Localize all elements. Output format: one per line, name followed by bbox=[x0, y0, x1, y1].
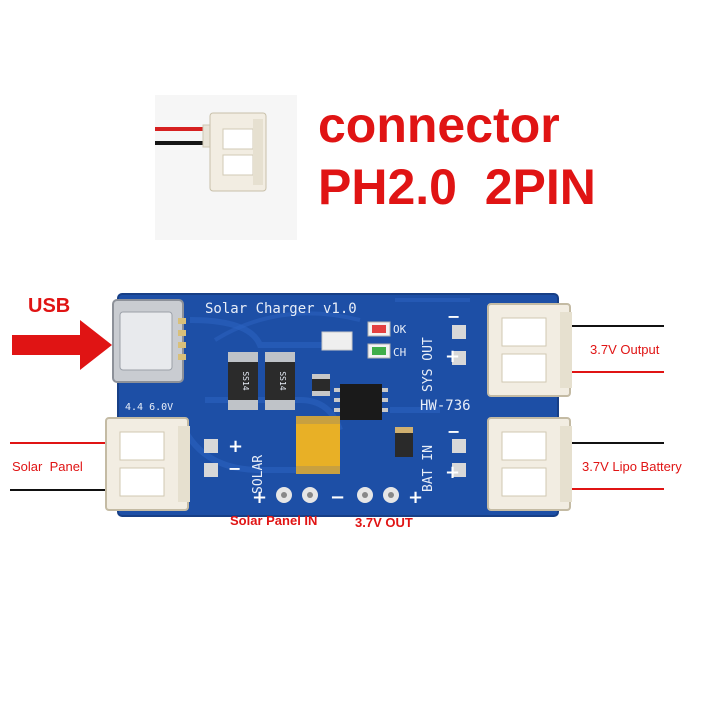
smd-resistor bbox=[312, 374, 330, 396]
svg-text:−: − bbox=[228, 459, 241, 478]
svg-text:−: − bbox=[447, 422, 460, 441]
svg-text:+: + bbox=[445, 346, 460, 367]
black-wire bbox=[155, 141, 210, 145]
led-ch-label: CH bbox=[393, 346, 406, 359]
bat-in-label: BAT IN bbox=[421, 445, 436, 492]
board-model: HW-736 bbox=[420, 398, 471, 414]
tantalum-capacitor bbox=[296, 416, 340, 474]
diode-right-text: SS14 bbox=[278, 371, 287, 390]
svg-text:−: − bbox=[447, 307, 460, 326]
svg-text:+: + bbox=[228, 436, 243, 457]
connector-bat-in bbox=[487, 417, 572, 511]
connector-title: connector bbox=[318, 97, 560, 153]
polarity-marks: − + − + + − + − + bbox=[228, 307, 460, 508]
connector-solar bbox=[105, 417, 190, 511]
led-ok-label: OK bbox=[393, 323, 407, 336]
connector-photo bbox=[155, 95, 297, 240]
battery-callout: 3.7V Lipo Battery bbox=[582, 459, 682, 474]
sys-out-label: SYS OUT bbox=[421, 337, 436, 392]
smd-part-white bbox=[321, 331, 353, 351]
board-version-text: 4.4 6.0V bbox=[125, 402, 173, 413]
micro-usb-port bbox=[112, 299, 186, 383]
usb-arrow-icon bbox=[12, 320, 112, 370]
usb-label: USB bbox=[28, 295, 71, 317]
solder-pads bbox=[204, 325, 466, 503]
solar-label: SOLAR bbox=[251, 455, 266, 494]
svg-text:+: + bbox=[445, 462, 460, 483]
solar-panel-callout: Solar Panel bbox=[12, 459, 83, 474]
red-wire bbox=[155, 127, 210, 131]
connector-photo-drawing bbox=[155, 95, 297, 240]
output-callout: 3.7V Output bbox=[590, 342, 660, 357]
svg-text:−: − bbox=[330, 487, 345, 508]
svg-text:+: + bbox=[408, 487, 423, 508]
charger-ic bbox=[334, 384, 388, 420]
pcb-board bbox=[117, 293, 559, 517]
diode-left: SS14 bbox=[228, 352, 258, 410]
smd-part-right bbox=[395, 427, 413, 457]
callout-lines bbox=[10, 325, 664, 491]
board-name: Solar Charger v1.0 bbox=[205, 301, 357, 317]
connector-subtitle: PH2.0 2PIN bbox=[318, 159, 596, 215]
out-37-label: 3.7V OUT bbox=[355, 515, 413, 530]
connector-sys-out bbox=[487, 303, 572, 397]
solar-panel-in-label: Solar Panel IN bbox=[230, 513, 318, 528]
svg-text:+: + bbox=[252, 487, 267, 508]
diode-left-text: SS14 bbox=[241, 371, 250, 390]
diode-right: SS14 bbox=[265, 352, 295, 410]
